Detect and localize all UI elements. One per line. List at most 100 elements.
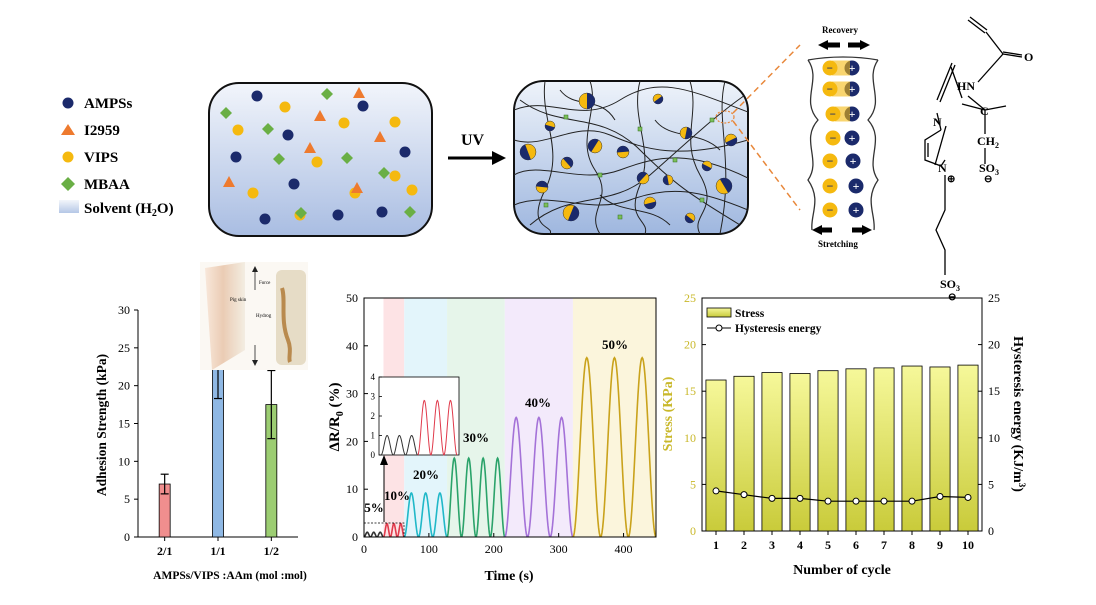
- anion-sign: −: [830, 107, 837, 121]
- recovery-label: Recovery: [822, 25, 858, 35]
- ion-pairs: −+−+−+−+−+−+−+: [822, 60, 864, 218]
- atom-c: C: [980, 104, 989, 118]
- adhesion-y-tick-label: 0: [124, 530, 130, 544]
- stress-y-tick-label: 10: [684, 431, 696, 445]
- adhesion-y-tick-label: 25: [118, 341, 130, 355]
- strain-band: [572, 298, 656, 537]
- inset-curve: [380, 434, 419, 456]
- crosslink-point: [543, 202, 549, 208]
- crosslink-points: [543, 114, 715, 220]
- resistance-y-tick-label: 50: [346, 291, 358, 305]
- gel-bead-amps-half: [568, 205, 579, 221]
- stress-y-label: Stress (KPa): [661, 376, 676, 451]
- legend-hysteresis-label: Hysteresis energy: [735, 323, 822, 335]
- recovery-arrow-right: [860, 40, 870, 50]
- cyclic-x-tick-label: 2: [741, 538, 747, 552]
- hysteresis-marker: [936, 493, 944, 501]
- resistance-curve: [446, 456, 506, 537]
- particle-amps: [332, 209, 344, 221]
- stress-bar: [733, 375, 755, 532]
- gel-bead-amps-half: [654, 95, 663, 104]
- stress-bars: [705, 364, 979, 532]
- particle-i2959: [353, 87, 365, 98]
- adhesion-x-tick-label: 1/1: [210, 544, 225, 558]
- gel-bead-amps-half: [520, 144, 531, 160]
- vips-chemical-structure: [924, 16, 1023, 275]
- pig-skin-photo: Force Pig skin Hydrog: [200, 262, 308, 370]
- resistance-x-tick-label: 0: [361, 542, 367, 556]
- crosslink-point: [563, 114, 569, 120]
- hydrogel-container: [513, 80, 749, 235]
- particle-mbaa: [321, 88, 333, 100]
- legend-amps-label: AMPSs: [84, 96, 132, 112]
- cyclic-x-tick-label: 6: [853, 538, 859, 552]
- stretching-label: Stretching: [818, 239, 858, 249]
- cation-sign: +: [849, 131, 856, 145]
- zoom-circle: [715, 110, 735, 124]
- particle-i2959: [314, 110, 326, 121]
- cation-bead: [845, 153, 861, 169]
- resistance-curve: [504, 416, 574, 537]
- inset-curve: [417, 399, 458, 456]
- strain-labels: 5%10%20%30%40%50%: [364, 337, 628, 515]
- hysteresis-marker: [712, 487, 720, 495]
- particle-i2959: [374, 131, 386, 142]
- cyclic-plot-frame: [701, 297, 983, 532]
- resistance-x-tick-label: 300: [550, 542, 568, 556]
- strain-label: 40%: [525, 395, 551, 410]
- crosslink-point: [672, 157, 678, 163]
- stress-bar: [873, 367, 895, 532]
- particle-vips: [279, 101, 291, 113]
- chain-left: [807, 59, 819, 231]
- adhesion-y-tick-label: 30: [118, 303, 130, 317]
- cation-sign: +: [850, 154, 857, 168]
- particle-amps: [230, 151, 242, 163]
- legend-i2959-label: I2959: [84, 123, 120, 139]
- particle-vips: [406, 184, 418, 196]
- hysteresis-marker: [964, 493, 972, 501]
- legend-stress-label: Stress: [735, 308, 765, 320]
- uv-arrow: UV: [448, 132, 506, 165]
- atom-n-bottom: N: [938, 161, 947, 175]
- hysteresis-marker: [824, 497, 832, 505]
- uv-arrow-head: [492, 151, 506, 165]
- atom-so3-bottom: SO3: [940, 277, 960, 293]
- adhesion-x-tick-label: 1/2: [264, 544, 279, 558]
- stress-bar: [817, 370, 839, 532]
- resistance-x-tick-label: 400: [615, 542, 633, 556]
- legend-mbaa-label: MBAA: [84, 177, 130, 193]
- resistance-curve: [572, 356, 656, 537]
- gel-bead-amps-half: [588, 139, 599, 152]
- anion-bead: [822, 153, 838, 169]
- strain-label: 10%: [384, 488, 410, 503]
- precursor-solution-panel: [208, 82, 433, 237]
- anion-bead: [822, 202, 838, 218]
- photo-hydrogel-label: Hydrog: [256, 314, 272, 319]
- stretch-arrow-right: [862, 225, 872, 235]
- hysteresis-y-tick-label: 5: [988, 477, 994, 491]
- stress-bar: [845, 368, 867, 532]
- cyclic-x-tick-label: 1: [713, 538, 719, 552]
- anion-sign: −: [827, 203, 834, 217]
- gel-bead-amps-half: [536, 181, 548, 188]
- particle-amps: [357, 100, 369, 112]
- hysteresis-y-tick-label: 15: [988, 384, 1000, 398]
- particle-mbaa: [404, 206, 416, 218]
- stress-y-tick-label: 15: [684, 384, 696, 398]
- hysteresis-marker: [796, 494, 804, 502]
- cyclic-x-tick-label: 7: [881, 538, 887, 552]
- cyclic-x-tick-label: 10: [962, 538, 974, 552]
- hydrogel-network-panel: [513, 44, 801, 235]
- particle-i2959: [351, 182, 363, 193]
- legend-hysteresis-marker: [715, 324, 723, 332]
- gel-bead-amps-half: [702, 163, 712, 171]
- solvent-legend-icon: [59, 200, 79, 213]
- anion-bead: [825, 130, 841, 146]
- hysteresis-marker: [880, 497, 888, 505]
- particle-mbaa: [262, 123, 274, 135]
